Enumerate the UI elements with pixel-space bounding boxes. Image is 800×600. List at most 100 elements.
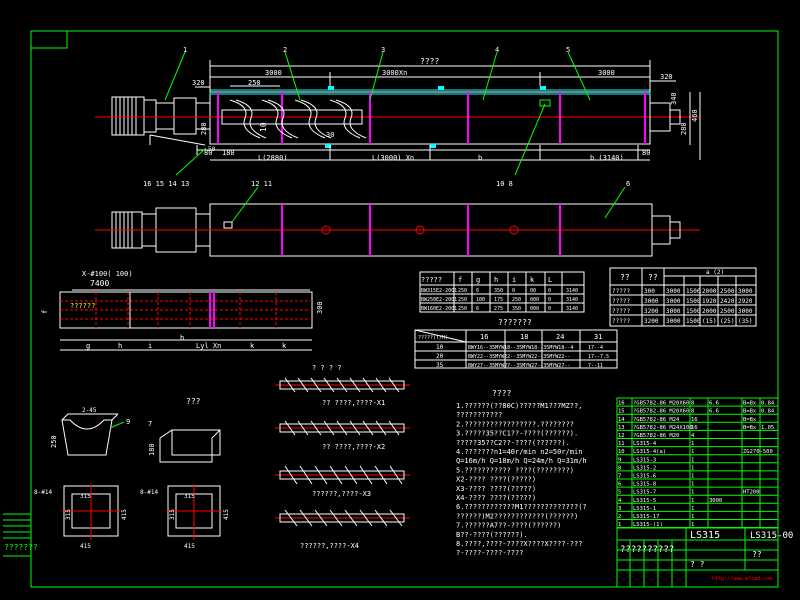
flange-dividers xyxy=(217,92,646,144)
section-a-label: 8-#14 xyxy=(34,489,52,496)
dim-right-3000: 3000 xyxy=(598,69,615,77)
param-right-cell: 2500 xyxy=(720,288,735,295)
screw-x3 xyxy=(275,465,410,485)
parts-list-cell: 3000 xyxy=(709,498,722,504)
parts-list-cell: B=Bx xyxy=(743,425,757,431)
saddle-icon xyxy=(61,413,119,456)
end-bearing-icon xyxy=(649,102,681,132)
trough-title: X-#100( 100) xyxy=(82,270,133,278)
ratio-cell: 20 xyxy=(436,353,444,360)
ratio-cell: 7--11 xyxy=(588,363,603,369)
dim-180: 180 xyxy=(222,149,235,157)
parts-list-cell: 1 xyxy=(691,482,694,488)
screw-x2 xyxy=(275,420,410,436)
section-b-dim-4: 415 xyxy=(223,509,230,520)
parts-list-cell: 12 xyxy=(618,433,625,439)
part-leaders xyxy=(164,51,591,176)
plan-flanges xyxy=(281,204,561,256)
note-line: 3.?????35??C1??-????(??????). xyxy=(456,430,578,438)
param-left-header: h xyxy=(494,276,498,284)
bottom-dim-a: L(2880) xyxy=(258,154,288,162)
part-num-5: 5 xyxy=(566,46,570,54)
notes-title: ???? xyxy=(492,389,511,398)
parts-list-cell: 1 xyxy=(691,522,694,528)
param-left-cell: 350 xyxy=(512,306,521,312)
ratio-cell: 17--7.5 xyxy=(588,354,609,360)
param-left-cell: 3140 xyxy=(566,297,578,303)
screw-x3-caption: ??????,????-X3 xyxy=(312,490,371,498)
param-right-cell: ????? xyxy=(612,308,630,315)
overall-dim: ???? xyxy=(420,57,439,66)
param-left-cell: 0 xyxy=(512,288,515,294)
parts-list-cell: 4 xyxy=(618,498,622,504)
marker-50: 50 xyxy=(208,146,216,153)
technical-notes: 1.??????(??80C)?????M1??7MZ??, ?????????… xyxy=(456,402,587,557)
ratio-table-title: ??????? xyxy=(498,318,532,327)
param-right-cell: 1500 xyxy=(686,318,701,325)
param-left-cell: BW315E2-2001 xyxy=(421,288,457,294)
trough-label-k1: k xyxy=(250,342,255,350)
trough-label-h2: h xyxy=(180,334,184,342)
parts-list-cell: 16 xyxy=(691,425,698,431)
screw-x1 xyxy=(275,377,410,393)
parts-list-cell: ?GB5782-86 M20X60 xyxy=(633,409,689,415)
drawing-border-tab xyxy=(30,30,68,49)
screws-title: ? ? ? ? xyxy=(312,364,342,372)
parts-list-cell: 1.05 xyxy=(761,425,774,431)
ratio-header: ?????(T/H) xyxy=(418,335,448,341)
param-right-cell: 3000 xyxy=(666,298,681,305)
trough-section-view: X-#100( 100) 7400 ?????? 300 f g h i h L… xyxy=(41,270,324,351)
param-right-cell: 1920 xyxy=(702,298,717,305)
left-stamp: ??????? xyxy=(4,543,38,552)
param-right-cell: 2000 xyxy=(702,308,717,315)
section-b-dim-1: 315 xyxy=(184,493,195,500)
note-line: Q=16m/h Q=18m/h Q=24m/h Q=31m/h xyxy=(456,457,587,465)
param-right-cell: 2420 xyxy=(720,298,735,305)
trough-mark: ?????? xyxy=(70,302,95,310)
param-left-cell: 0 xyxy=(548,288,551,294)
trough-length: 7400 xyxy=(90,279,109,288)
dim-30: 30 xyxy=(326,131,334,139)
param-left-cell: 6 xyxy=(476,288,479,294)
parts-list-cell: HT200 xyxy=(743,490,760,496)
note-line: 5.??????????? ????(????????) xyxy=(456,466,574,474)
left-binding-marks xyxy=(3,513,31,557)
note-line: X4-???? ????(?????) xyxy=(456,494,536,502)
bracket-icon xyxy=(159,429,221,463)
param-right-cell: (35) xyxy=(738,318,752,325)
parts-list-cell: LS315-4 xyxy=(633,441,657,447)
motor-icon xyxy=(111,96,211,146)
screw-x4 xyxy=(275,509,410,527)
parts-list-cell: LS315-8 xyxy=(633,482,656,488)
parts-list-cell: 8 xyxy=(691,401,694,407)
note-line: X3-???? ????(?????) xyxy=(456,485,536,493)
ratio-cell: 10 xyxy=(436,344,444,351)
dimension-lines xyxy=(195,60,701,161)
param-left-cell: 6 xyxy=(476,306,479,312)
parts-list-cell: 8 xyxy=(691,409,694,415)
plan-inlet xyxy=(223,221,233,229)
parts-list-cell: B=Bx xyxy=(743,417,757,423)
param-left-cell: 000 xyxy=(530,297,539,303)
note-line: ?-????-????-???? xyxy=(456,549,523,557)
note-line: ??????????? xyxy=(456,411,502,419)
bottom-dim-b: L(3000) Xn xyxy=(372,154,414,162)
param-left-header: k xyxy=(530,276,535,284)
parts-list-cell: LS315-5 xyxy=(633,498,656,504)
part-num-1: 1 xyxy=(183,46,187,54)
screw-x4-caption: ??????,????-X4 xyxy=(300,542,359,550)
param-right-cell: 1500 xyxy=(686,288,701,295)
parts-list-cell: LS315-6 xyxy=(633,474,656,480)
param-right-cell: 3000 xyxy=(738,288,753,295)
parts-list-cell: 8 xyxy=(618,465,621,471)
param-left-cell: 100 xyxy=(476,297,485,303)
parts-list-cell: 0.84 xyxy=(761,401,775,407)
param-right-cell: 3000 xyxy=(738,308,753,315)
parts-list-cell: ?GB5782-86 M20X60 xyxy=(633,401,689,407)
parts-list-cell: 2 xyxy=(618,514,621,520)
parts-list-cell: ?GB5782-86 M20 xyxy=(633,433,679,439)
website-link[interactable]: http://www.mfcad.com xyxy=(712,576,772,582)
